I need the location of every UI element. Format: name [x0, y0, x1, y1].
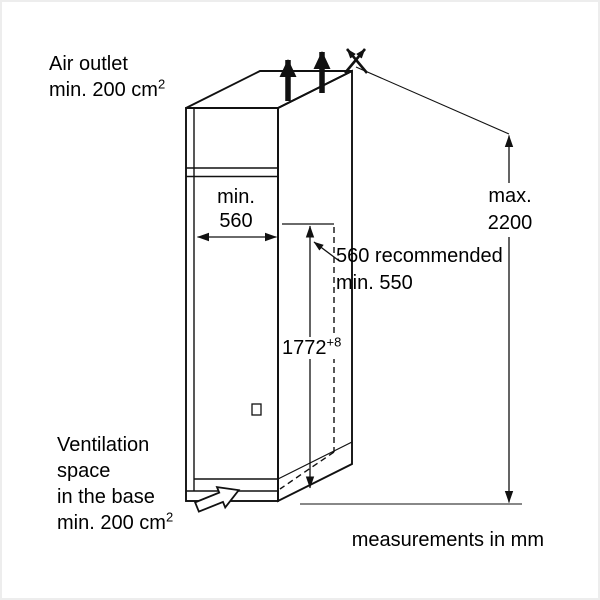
cabinet-front-face	[185, 107, 279, 502]
min-label: min.	[217, 186, 255, 208]
dashed-depth-bottom-line	[279, 451, 335, 490]
ventilation-line4: min. 200 cm2	[57, 509, 174, 534]
superscript: 2	[165, 509, 174, 525]
ventilation-line3: in the base	[57, 486, 155, 508]
superscript: 2	[157, 76, 166, 92]
ventilation-label: Ventilation space in the base min. 200 c…	[57, 432, 173, 536]
air-outlet-line2: min. 200 cm2	[49, 76, 166, 101]
air-outlet-line1: Air outlet	[49, 53, 128, 75]
extension-line-top	[355, 66, 510, 135]
ventilation-line2: space	[57, 460, 111, 482]
height-tolerance: +8	[326, 334, 342, 350]
air-flow-arrows	[279, 48, 368, 101]
air-dispersal-x-icon-right	[344, 48, 366, 74]
connection-point-marker	[251, 403, 262, 416]
air-dispersal-x-icon-left	[346, 48, 368, 74]
measurements-note: measurements in mm	[351, 529, 544, 551]
base-airflow-arrow-icon	[193, 485, 241, 513]
recommended-line2: min. 550	[336, 272, 413, 294]
recommended-depth-leader-arrow	[313, 241, 339, 261]
max-height-dimension-label: max. 2200	[477, 183, 543, 237]
dimension-niche-height	[282, 223, 334, 489]
cabinet-top-face	[185, 70, 353, 109]
niche-depth-dimension-label: min. 560	[201, 185, 271, 233]
cabinet-side-face	[277, 69, 353, 503]
max-label: max.	[477, 183, 543, 210]
base-side-edge	[277, 441, 353, 480]
ventilation-line1: Ventilation	[57, 434, 150, 456]
cabinet-outline	[185, 69, 353, 503]
air-outlet-label: Air outlet min. 200 cm2	[49, 51, 165, 103]
recommended-line1: 560 recommended	[336, 245, 503, 267]
niche-height-dimension-label: 1772+8	[280, 334, 344, 360]
height-value: 1772	[282, 337, 327, 359]
max-value: 2200	[477, 210, 543, 237]
depth-value: 560	[219, 210, 253, 232]
recommended-depth-label: 560 recommended min. 550	[336, 243, 503, 297]
